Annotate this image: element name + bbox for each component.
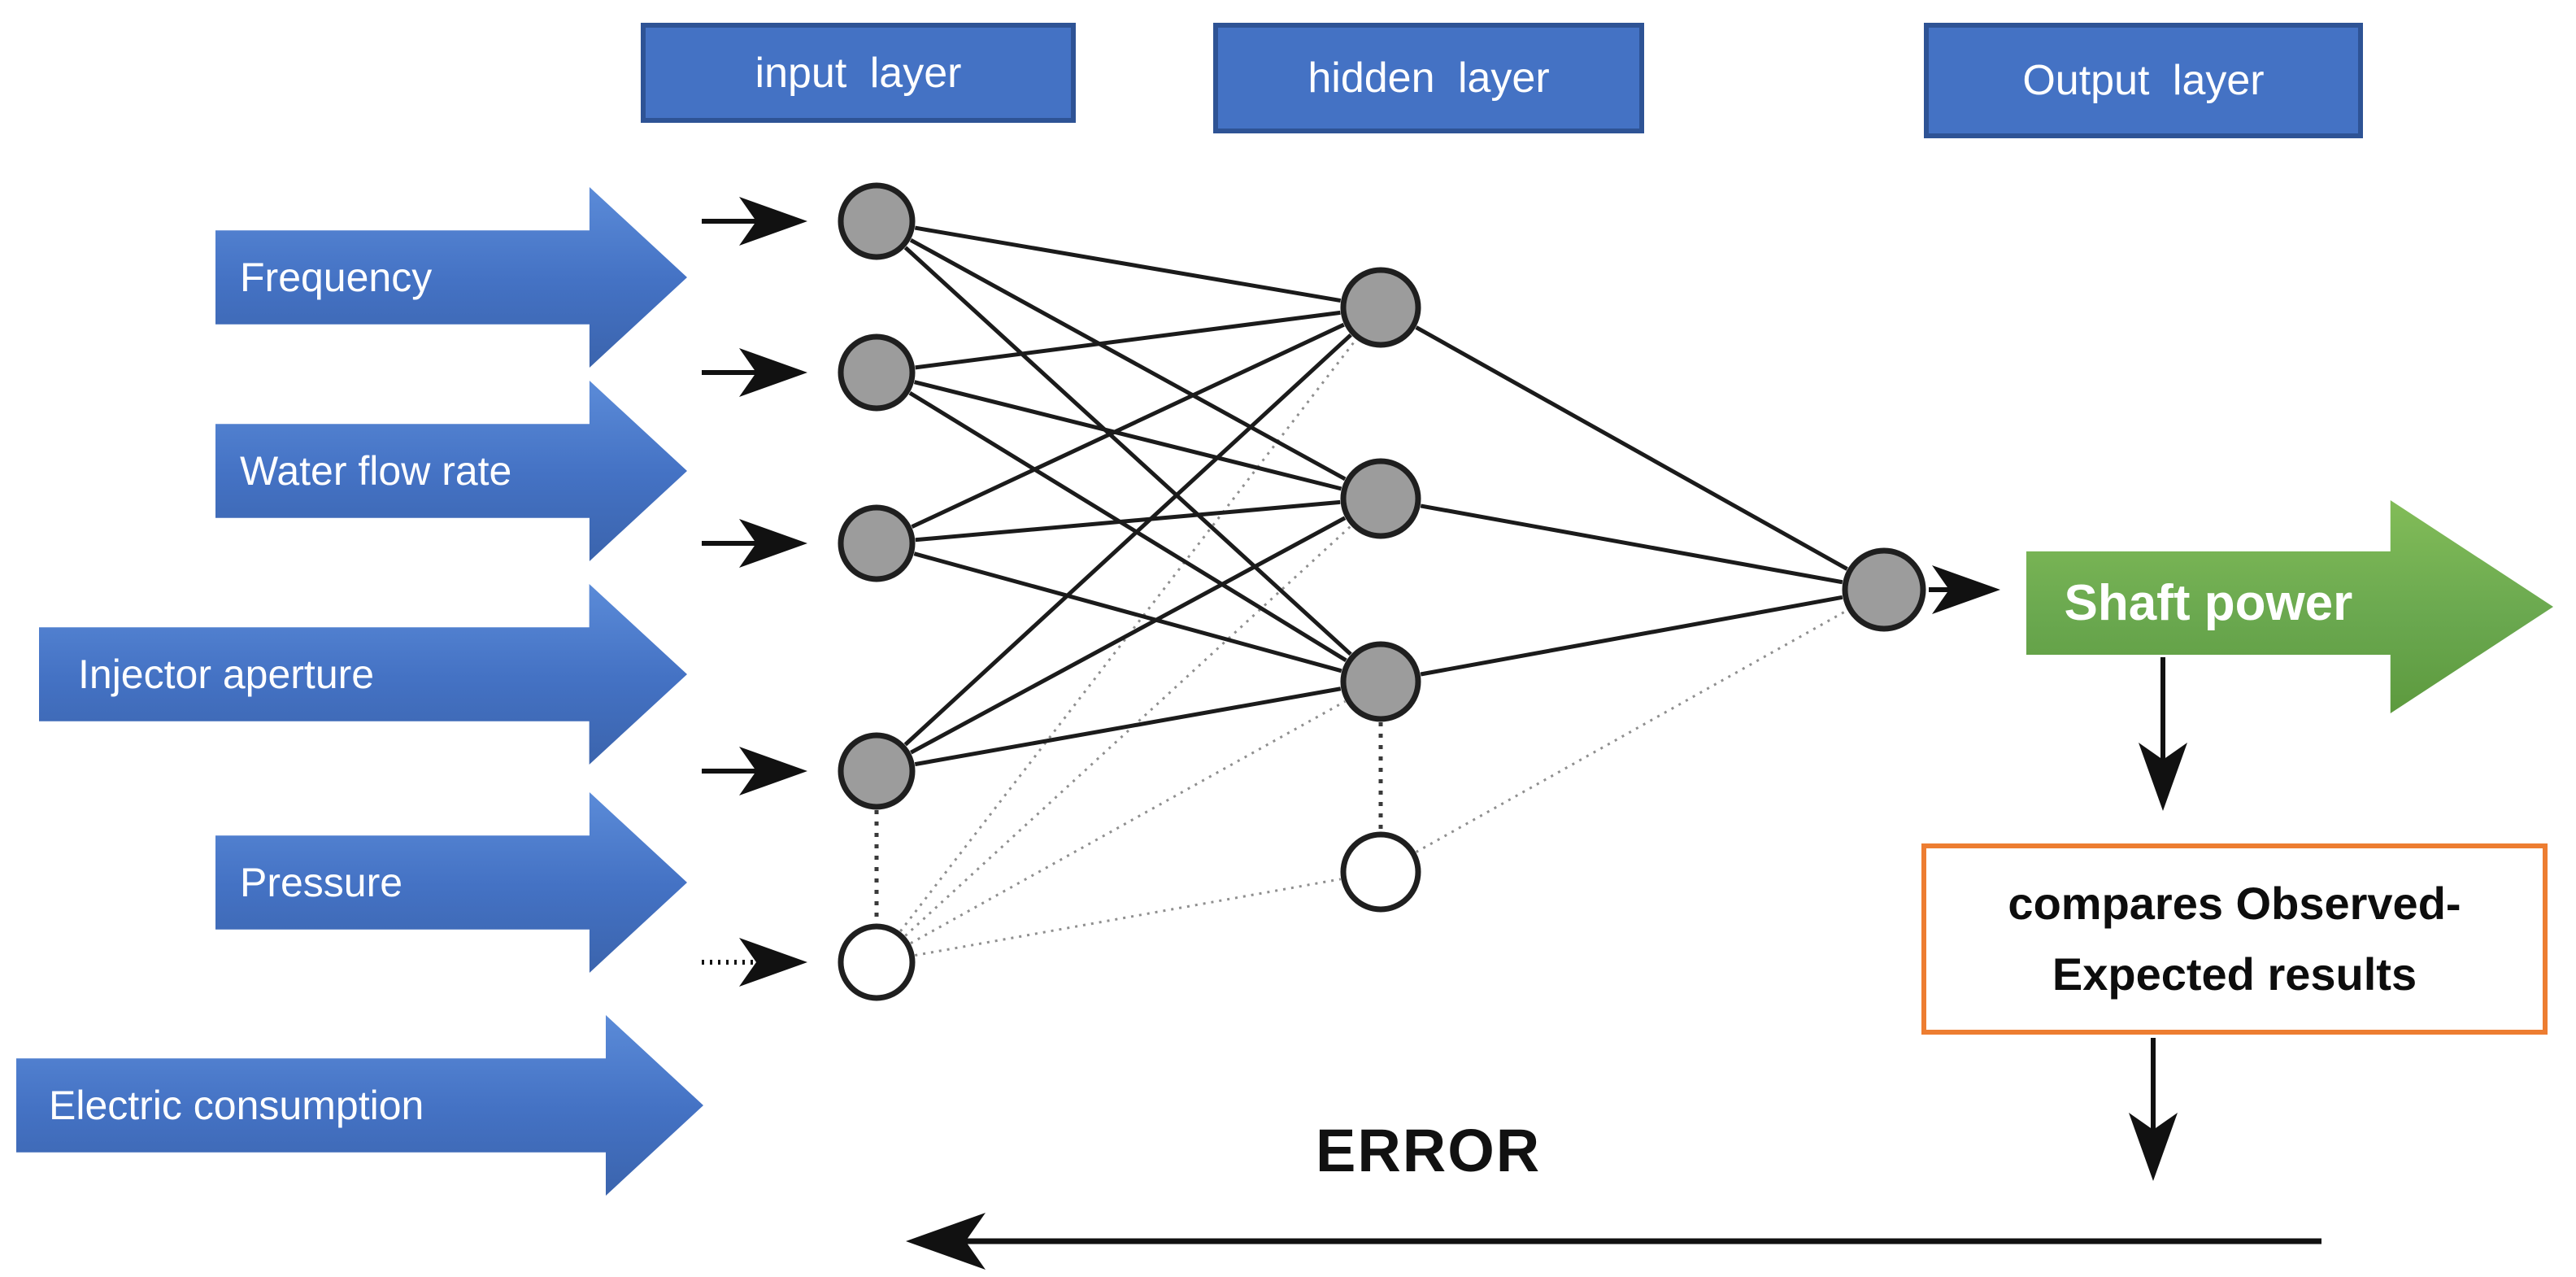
hidden-node-h1	[1340, 267, 1421, 348]
diagram-line	[903, 246, 1352, 656]
hidden-layer-header: hidden layer	[1213, 23, 1644, 133]
diagram-line	[910, 516, 1347, 755]
input-arrow-water-flow-rate-label: Water flow rate	[240, 448, 512, 494]
diagram-line	[911, 322, 1345, 529]
compare-results-box: compares Observed- Expected results	[1921, 843, 2548, 1035]
diagram-line	[903, 333, 1352, 747]
hidden-layer-header-label: hidden layer	[1308, 54, 1550, 102]
diagram-line	[915, 310, 1341, 370]
hidden-node-h4	[1340, 831, 1421, 913]
input-arrow-pressure-label: Pressure	[240, 860, 403, 905]
diagram-line	[913, 551, 1342, 673]
input-node-i2	[838, 333, 916, 412]
output-layer-header: Output layer	[1924, 23, 2363, 138]
input-node-i3	[838, 504, 916, 582]
compare-results-line2: Expected results	[2052, 948, 2417, 1000]
input-node-i4	[838, 732, 916, 810]
flow-arrows	[906, 565, 2321, 1270]
shaft-power-label: Shaft power	[2064, 574, 2353, 631]
input-layer-header: input layer	[641, 23, 1076, 123]
input-node-i1	[838, 182, 916, 260]
compare-results-line1: compares Observed-	[2008, 877, 2461, 929]
hidden-node-h2	[1340, 458, 1421, 539]
diagram-line	[1415, 609, 1848, 853]
input-arrow-injector-aperture-label: Injector aperture	[78, 652, 375, 697]
diagram-line	[915, 499, 1341, 543]
diagram-line	[1420, 595, 1843, 677]
network-edges	[874, 225, 1848, 957]
diagram-line	[904, 525, 1352, 937]
diagram-line	[913, 380, 1342, 491]
io-arrows	[702, 197, 807, 987]
hidden-node-h3	[1340, 641, 1421, 722]
input-arrow-frequency-label: Frequency	[240, 255, 433, 300]
input-layer-header-label: input layer	[755, 49, 962, 97]
diagram-line	[1415, 325, 1848, 571]
diagram-line	[914, 225, 1342, 303]
diagram-line	[910, 700, 1347, 944]
diagram-line	[914, 878, 1342, 957]
output-layer-header-label: Output layer	[2022, 57, 2265, 104]
diagram-line	[1420, 503, 1843, 585]
network-nodes	[838, 182, 1926, 1001]
output-node-o1	[1842, 547, 1926, 632]
error-label: ERROR	[1316, 1117, 1542, 1184]
input-node-i5	[838, 923, 916, 1001]
diagram-line	[914, 686, 1342, 767]
input-arrow-electric-consumption-label: Electric consumption	[49, 1083, 424, 1128]
diagram-line	[909, 238, 1347, 482]
diagram-line	[908, 390, 1347, 663]
